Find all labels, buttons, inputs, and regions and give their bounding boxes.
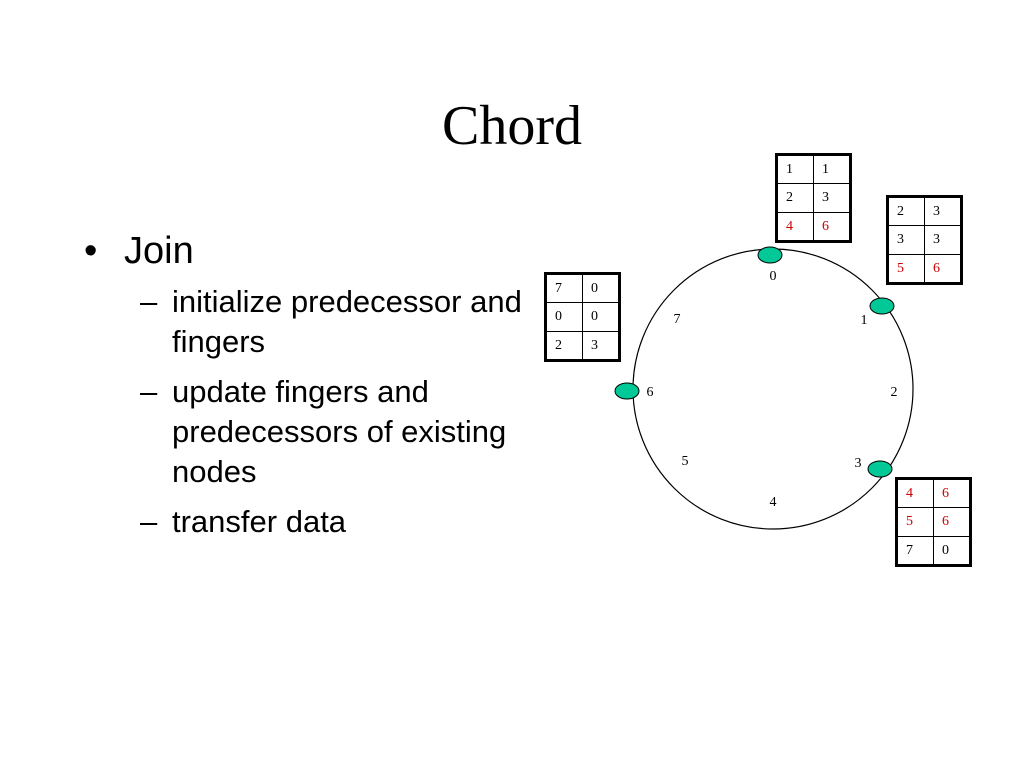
ring-label-4: 4: [770, 495, 777, 510]
bullet-join-label: Join: [124, 230, 194, 272]
table-row: 0 0: [545, 302, 620, 332]
table-cell: 3: [813, 183, 851, 213]
sub-bullet-transfer: – transfer data: [140, 502, 524, 542]
node-3: [867, 460, 893, 478]
table-cell-updated: 6: [933, 478, 971, 508]
table-row: 7 0: [896, 536, 971, 566]
bullet-list: • Join – initialize predecessor and fing…: [84, 228, 524, 552]
sub-bullet-container: – initialize predecessor and fingers – u…: [84, 282, 524, 542]
ring-label-0: 0: [770, 269, 777, 284]
table-cell-updated: 5: [887, 254, 925, 284]
table-cell-updated: 6: [813, 212, 851, 242]
table-cell: 2: [887, 196, 925, 226]
table-cell: 0: [933, 536, 971, 566]
slide-title: Chord: [442, 95, 582, 157]
table-row: 2 3: [887, 196, 962, 226]
table-row: 2 3: [545, 331, 620, 361]
dash-marker: –: [140, 284, 158, 319]
table-cell-updated: 6: [924, 254, 962, 284]
table-cell: 1: [813, 154, 851, 184]
table-row: 1 1: [776, 154, 851, 184]
ring-label-1: 1: [861, 313, 868, 328]
table-cell-updated: 4: [896, 478, 934, 508]
table-row: 4 6: [776, 212, 851, 242]
table-cell: 7: [545, 273, 583, 303]
finger-table-node-0: 1 1 2 3 4 6: [775, 153, 852, 243]
sub-bullet-update: – update fingers and predecessors of exi…: [140, 372, 524, 492]
identifier-ring: [632, 248, 914, 530]
dash-marker: –: [140, 374, 158, 409]
ring-label-6: 6: [647, 385, 654, 400]
table-cell: 2: [776, 183, 814, 213]
table-cell-updated: 6: [933, 507, 971, 537]
ring-label-7: 7: [674, 312, 681, 327]
table-cell: 0: [582, 273, 620, 303]
table-row: 2 3: [776, 183, 851, 213]
ring-label-2: 2: [891, 385, 898, 400]
sub-bullet-text: update fingers and predecessors of exist…: [172, 374, 507, 489]
finger-table-node-3: 4 6 5 6 7 0: [895, 477, 972, 567]
table-cell-updated: 4: [776, 212, 814, 242]
table-cell: 3: [924, 225, 962, 255]
finger-table-node-6: 7 0 0 0 2 3: [544, 272, 621, 362]
table-row: 3 3: [887, 225, 962, 255]
table-cell: 3: [887, 225, 925, 255]
table-cell: 3: [582, 331, 620, 361]
sub-bullet-text: transfer data: [172, 504, 347, 539]
sub-bullet-initialize: – initialize predecessor and fingers: [140, 282, 524, 362]
table-cell: 1: [776, 154, 814, 184]
finger-table-node-1: 2 3 3 3 5 6: [886, 195, 963, 285]
ring-label-3: 3: [855, 456, 862, 471]
ring-label-5: 5: [682, 454, 689, 469]
table-cell-updated: 5: [896, 507, 934, 537]
table-row: 5 6: [896, 507, 971, 537]
node-6: [614, 382, 640, 400]
table-cell: 2: [545, 331, 583, 361]
table-cell: 0: [545, 302, 583, 332]
node-1: [869, 297, 895, 315]
table-cell: 7: [896, 536, 934, 566]
node-0: [757, 246, 783, 264]
bullet-marker: •: [84, 230, 98, 272]
table-row: 7 0: [545, 273, 620, 303]
sub-bullet-list: – initialize predecessor and fingers – u…: [84, 282, 524, 542]
table-row: 5 6: [887, 254, 962, 284]
bullet-join: • Join: [84, 228, 524, 274]
table-cell: 0: [582, 302, 620, 332]
table-cell: 3: [924, 196, 962, 226]
sub-bullet-text: initialize predecessor and fingers: [172, 284, 522, 359]
dash-marker: –: [140, 504, 158, 539]
table-row: 4 6: [896, 478, 971, 508]
